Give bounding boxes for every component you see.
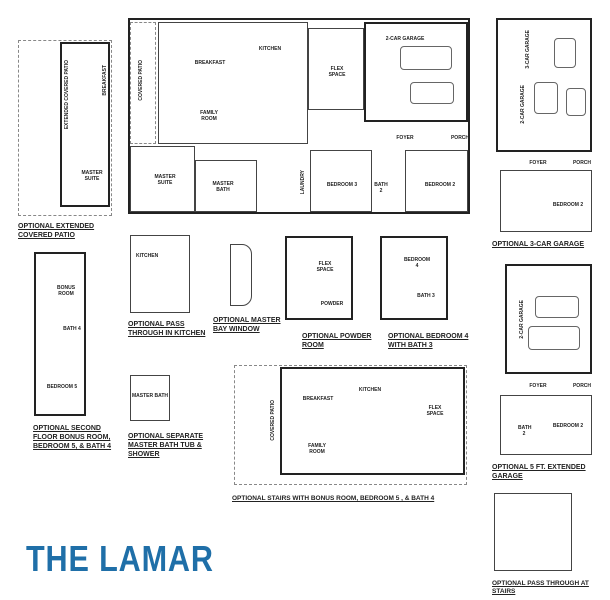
garage	[364, 22, 468, 122]
caption-3-car-garage: OPTIONAL 3-CAR GARAGE	[492, 241, 585, 248]
option-pass-kitchen	[130, 235, 190, 313]
bedroom-5-label: BEDROOM 5	[46, 384, 78, 390]
car-icon	[534, 82, 558, 114]
caption-pass-stairs: OPTIONAL PASS THROUGH AT STAIRS	[492, 580, 589, 595]
option-powder-room	[285, 236, 353, 320]
option-extended-patio	[18, 40, 112, 216]
caption-second-floor: OPTIONAL SECOND FLOOR BONUS ROOM, BEDROO…	[33, 425, 112, 450]
flex-space-label: FLEX SPACE	[328, 66, 346, 78]
porch-label: PORCH	[572, 383, 592, 389]
caption-stairs: OPTIONAL STAIRS WITH BONUS ROOM, BEDROOM…	[232, 495, 435, 502]
master-suite-label: MASTER SUITE	[81, 170, 103, 182]
plan-title: THE LAMAR	[26, 538, 214, 579]
bath-3-label: BATH 3	[417, 293, 435, 299]
powder-label: POWDER	[320, 301, 344, 307]
caption-separate-bath: OPTIONAL SEPARATE MASTER BATH TUB & SHOW…	[128, 433, 204, 458]
bedroom-2-label: BEDROOM 2	[552, 423, 584, 429]
bedroom-2	[405, 150, 468, 212]
car-icon	[535, 296, 579, 318]
car-icon	[400, 46, 452, 70]
covered-patio-label: COVERED PATIO	[270, 400, 276, 441]
master-bath-label: MASTER BATH	[212, 181, 234, 193]
main-floor-plan	[128, 18, 470, 214]
car-icon	[566, 88, 586, 116]
family-room-label: FAMILY ROOM	[200, 110, 218, 122]
breakfast-label: BREAKFAST	[102, 65, 108, 96]
2-car-garage-label: 2-CAR GARAGE	[520, 85, 526, 124]
option-pass-stairs	[494, 493, 572, 571]
caption-extended-garage: OPTIONAL 5 FT. EXTENDED GARAGE	[492, 464, 586, 480]
flex-space	[308, 28, 364, 110]
caption-bedroom-4: OPTIONAL BEDROOM 4 WITH BATH 3	[388, 333, 469, 349]
bonus-room-label: BONUS ROOM	[56, 285, 76, 297]
bedroom-area	[500, 395, 592, 455]
car-icon	[554, 38, 576, 68]
foyer-label: FOYER	[529, 383, 547, 389]
breakfast-label: BREAKFAST	[302, 396, 334, 402]
porch-label: PORCH	[572, 160, 592, 166]
option-second-floor	[34, 252, 86, 416]
bath-4-label: BATH 4	[63, 326, 81, 332]
bedroom-3	[310, 150, 372, 212]
master-bath-label: MASTER BATH	[132, 393, 169, 399]
car-icon	[410, 82, 454, 104]
breakfast-label: BREAKFAST	[194, 60, 226, 66]
bedroom-3-label: BEDROOM 3	[326, 182, 358, 188]
foyer-label: FOYER	[529, 160, 547, 166]
option-separate-bath	[130, 375, 170, 421]
bedroom-area	[500, 170, 592, 232]
laundry-label: LAUNDRY	[300, 170, 306, 195]
option-3-car-garage	[496, 18, 592, 152]
porch-label: PORCH	[450, 135, 470, 141]
plan-outline	[280, 367, 465, 475]
plan-outline	[60, 42, 110, 207]
option-stairs	[234, 365, 467, 485]
car-icon	[528, 326, 580, 350]
caption-powder-room: OPTIONAL POWDER ROOM	[302, 333, 372, 349]
bath-2-label: BATH 2	[518, 425, 532, 437]
bedroom-2-label: BEDROOM 2	[424, 182, 456, 188]
foyer-label: FOYER	[396, 135, 414, 141]
caption-bay-window: OPTIONAL MASTER BAY WINDOW	[213, 317, 281, 333]
kitchen-label: KITCHEN	[258, 46, 282, 52]
master-suite-label: MASTER SUITE	[154, 174, 176, 186]
garage-label: 2-CAR GARAGE	[385, 36, 425, 42]
option-bedroom-4	[380, 236, 448, 320]
bedroom-2-label: BEDROOM 2	[552, 202, 584, 208]
flex-space-label: FLEX SPACE	[316, 261, 334, 273]
extended-patio-label: EXTENDED COVERED PATIO	[64, 60, 70, 130]
flex-space-label: FLEX SPACE	[426, 405, 444, 417]
kitchen-label: KITCHEN	[358, 387, 382, 393]
3-car-garage-label: 3-CAR GARAGE	[525, 30, 531, 69]
covered-patio	[130, 22, 156, 144]
master-bath	[195, 160, 257, 212]
family-room-label: FAMILY ROOM	[308, 443, 326, 455]
garage-label: 2-CAR GARAGE	[519, 300, 525, 339]
option-extended-garage	[505, 264, 592, 374]
master-suite	[130, 146, 195, 212]
covered-patio-label: COVERED PATIO	[138, 60, 144, 101]
caption-pass-kitchen: OPTIONAL PASS THROUGH IN KITCHEN	[128, 321, 206, 337]
bedroom-4-label: BEDROOM 4	[403, 257, 431, 269]
living-area	[158, 22, 308, 144]
kitchen-label: KITCHEN	[136, 253, 159, 259]
option-bay-window	[230, 244, 252, 306]
caption-extended-patio: OPTIONAL EXTENDED COVERED PATIO	[18, 223, 95, 239]
bath-2-label: BATH 2	[374, 182, 388, 194]
